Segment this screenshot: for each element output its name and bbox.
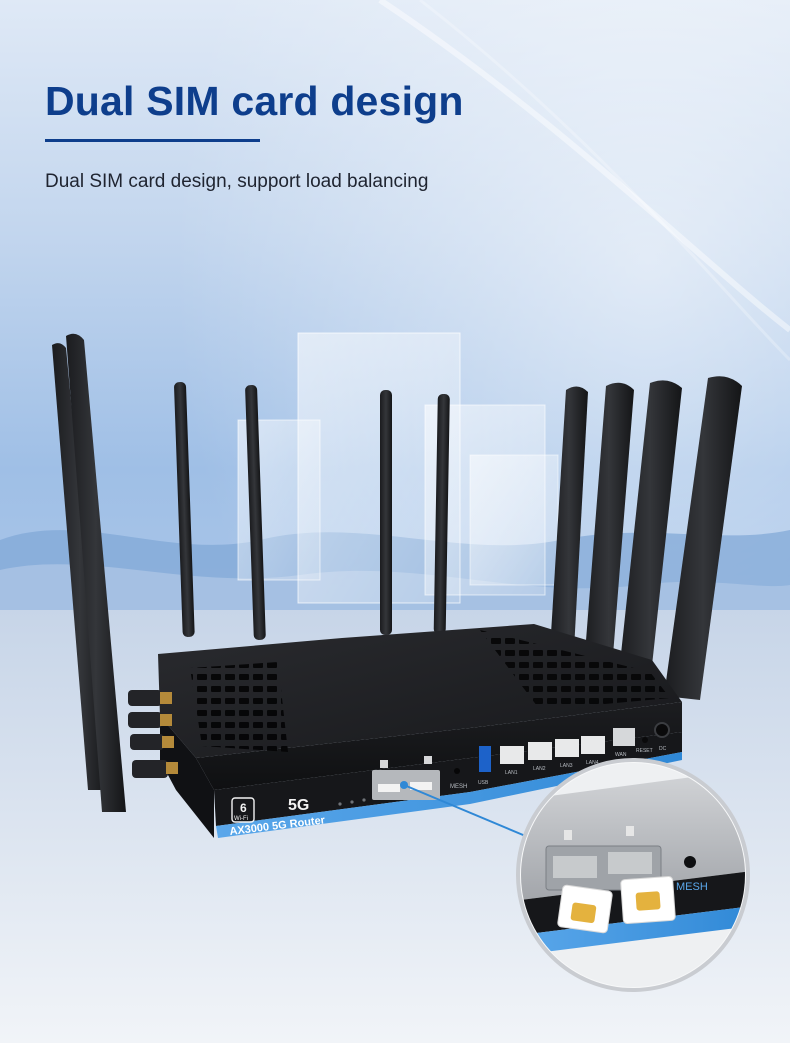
page-subtitle: Dual SIM card design, support load balan… xyxy=(45,171,429,192)
port-label: RESET xyxy=(636,748,653,754)
antenna-group-back xyxy=(174,382,450,640)
sim-card-2 xyxy=(620,876,676,924)
port-label: LAN3 xyxy=(560,763,573,769)
antenna xyxy=(433,393,450,634)
antenna xyxy=(245,385,266,640)
port-label: DC xyxy=(659,746,667,752)
sim-card-icon xyxy=(564,826,634,840)
callout-line xyxy=(403,784,536,841)
port-panel xyxy=(454,722,670,774)
antenna-group-left xyxy=(52,333,126,812)
wifi6-text: Wi-Fi xyxy=(234,816,248,822)
front-badges: 6 Wi-Fi 5G AX3000 5G Router MESH USB LAN… xyxy=(229,746,667,838)
page-title: Dual SIM card design xyxy=(45,78,464,124)
lan-port xyxy=(528,742,552,760)
mesh-label: MESH xyxy=(450,784,467,790)
port-label: LAN2 xyxy=(533,766,546,772)
antenna xyxy=(664,376,742,700)
antenna xyxy=(174,382,195,637)
lan-port xyxy=(581,736,605,754)
status-leds xyxy=(338,798,366,806)
network-badge: 5G xyxy=(288,797,309,814)
port-label: LAN1 xyxy=(505,770,518,776)
dc-port xyxy=(654,722,670,738)
lan-port xyxy=(500,746,524,764)
wifi6-badge: 6 Wi-Fi xyxy=(231,797,255,823)
title-underline xyxy=(45,139,260,142)
zoom-mesh-label: MESH xyxy=(676,881,708,893)
antenna xyxy=(380,390,392,635)
mesh-button xyxy=(454,768,460,774)
lan-port xyxy=(555,739,579,757)
sim-card-icon xyxy=(380,756,432,768)
port-label: WAN xyxy=(615,752,627,758)
antenna xyxy=(618,380,682,684)
wan-port xyxy=(613,728,635,746)
sim-card-1 xyxy=(557,884,613,934)
port-label: LAN4 xyxy=(586,760,599,766)
antenna-connectors xyxy=(128,690,178,778)
wifi6-number: 6 xyxy=(240,801,247,815)
reset-button xyxy=(642,737,648,743)
antenna xyxy=(550,386,588,650)
antenna xyxy=(66,333,126,812)
port-label: USB xyxy=(478,780,489,786)
usb-port xyxy=(479,746,491,772)
antenna-group-right xyxy=(550,376,742,700)
zoom-lens: MESH xyxy=(516,758,750,992)
antenna xyxy=(584,382,634,668)
